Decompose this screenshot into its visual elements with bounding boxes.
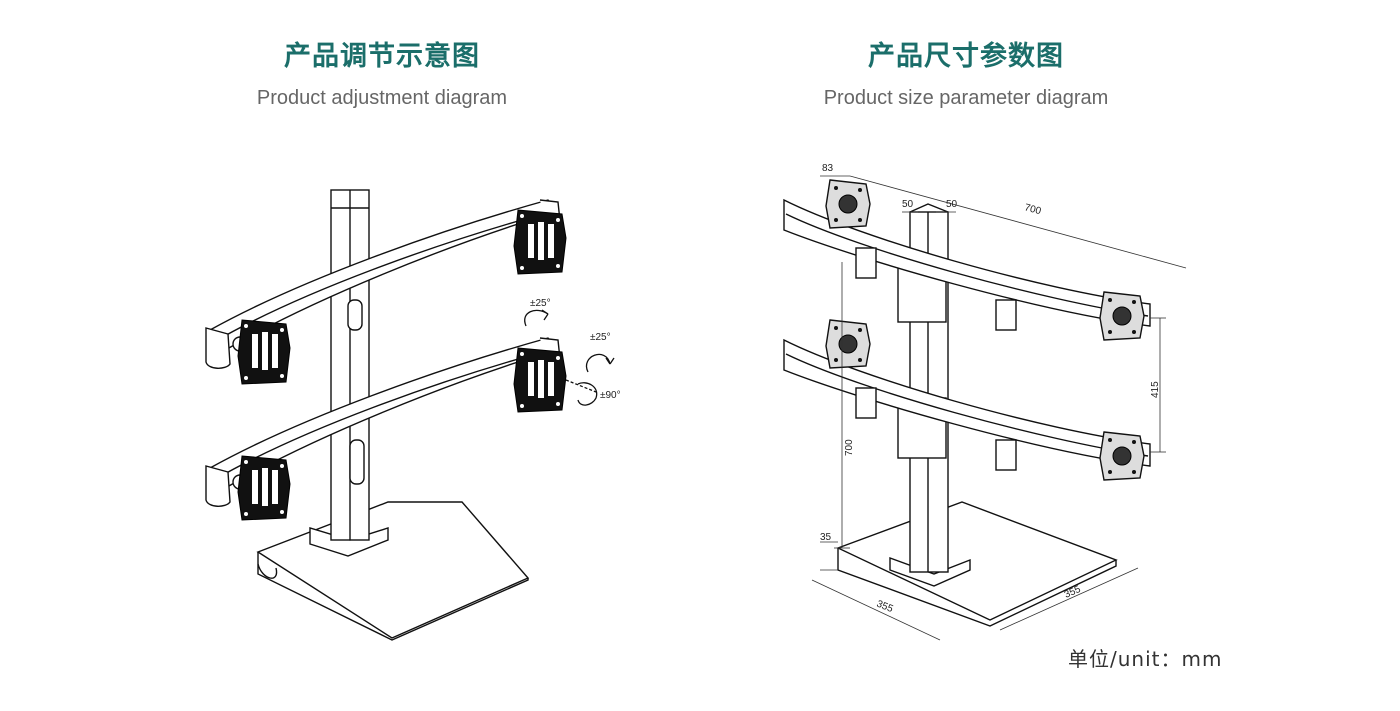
swivel-arrow-icon [585, 353, 611, 373]
dimension-lines [811, 175, 1187, 641]
adjustment-title-en: Product adjustment diagram [256, 87, 508, 109]
dim-post-w2: 50 [946, 199, 958, 210]
vesa-plate-lower-right [513, 347, 567, 413]
vesa-plate-upper-left [237, 319, 291, 385]
adjustment-title-cn: 产品调节示意图 [284, 41, 480, 72]
dim-base-thickness: 35 [820, 532, 832, 543]
rotate-angle-label: ±90° [600, 390, 621, 401]
vesa-plate-lower-left [237, 455, 291, 521]
dim-post-w1: 50 [902, 199, 914, 210]
dim-arm-spacing: 415 [1150, 381, 1161, 398]
swivel-angle-label: ±25° [590, 332, 611, 343]
dim-base-side: 355 [1063, 584, 1083, 601]
tilt-angle-label: ±25° [530, 298, 551, 309]
dim-arm-span: 700 [1023, 202, 1042, 217]
adjustment-illustration [205, 189, 563, 641]
rotate-arrow-icon [577, 382, 598, 406]
unit-note: 单位/unit：mm [1068, 647, 1223, 671]
rotation-arrows [524, 309, 615, 406]
size-panel: 产品尺寸参数图 Product size parameter diagram [700, 0, 1400, 711]
adjustment-panel: 产品调节示意图 Product adjustment diagram [257, 41, 507, 109]
vesa-plate-upper-right [513, 209, 567, 275]
vesa-small-lower-right [1099, 431, 1145, 481]
vesa-small-upper-left [825, 179, 871, 229]
size-title-en: Product size parameter diagram [823, 87, 1109, 109]
dim-height: 700 [844, 439, 855, 456]
desk-base [256, 501, 530, 639]
vesa-small-lower-left [825, 319, 871, 369]
dim-plate-width: 83 [822, 163, 834, 174]
dim-base-front: 355 [875, 599, 895, 616]
size-title-cn: 产品尺寸参数图 [868, 41, 1064, 72]
size-illustration [783, 198, 1151, 627]
vesa-small-upper-right [1099, 291, 1145, 341]
